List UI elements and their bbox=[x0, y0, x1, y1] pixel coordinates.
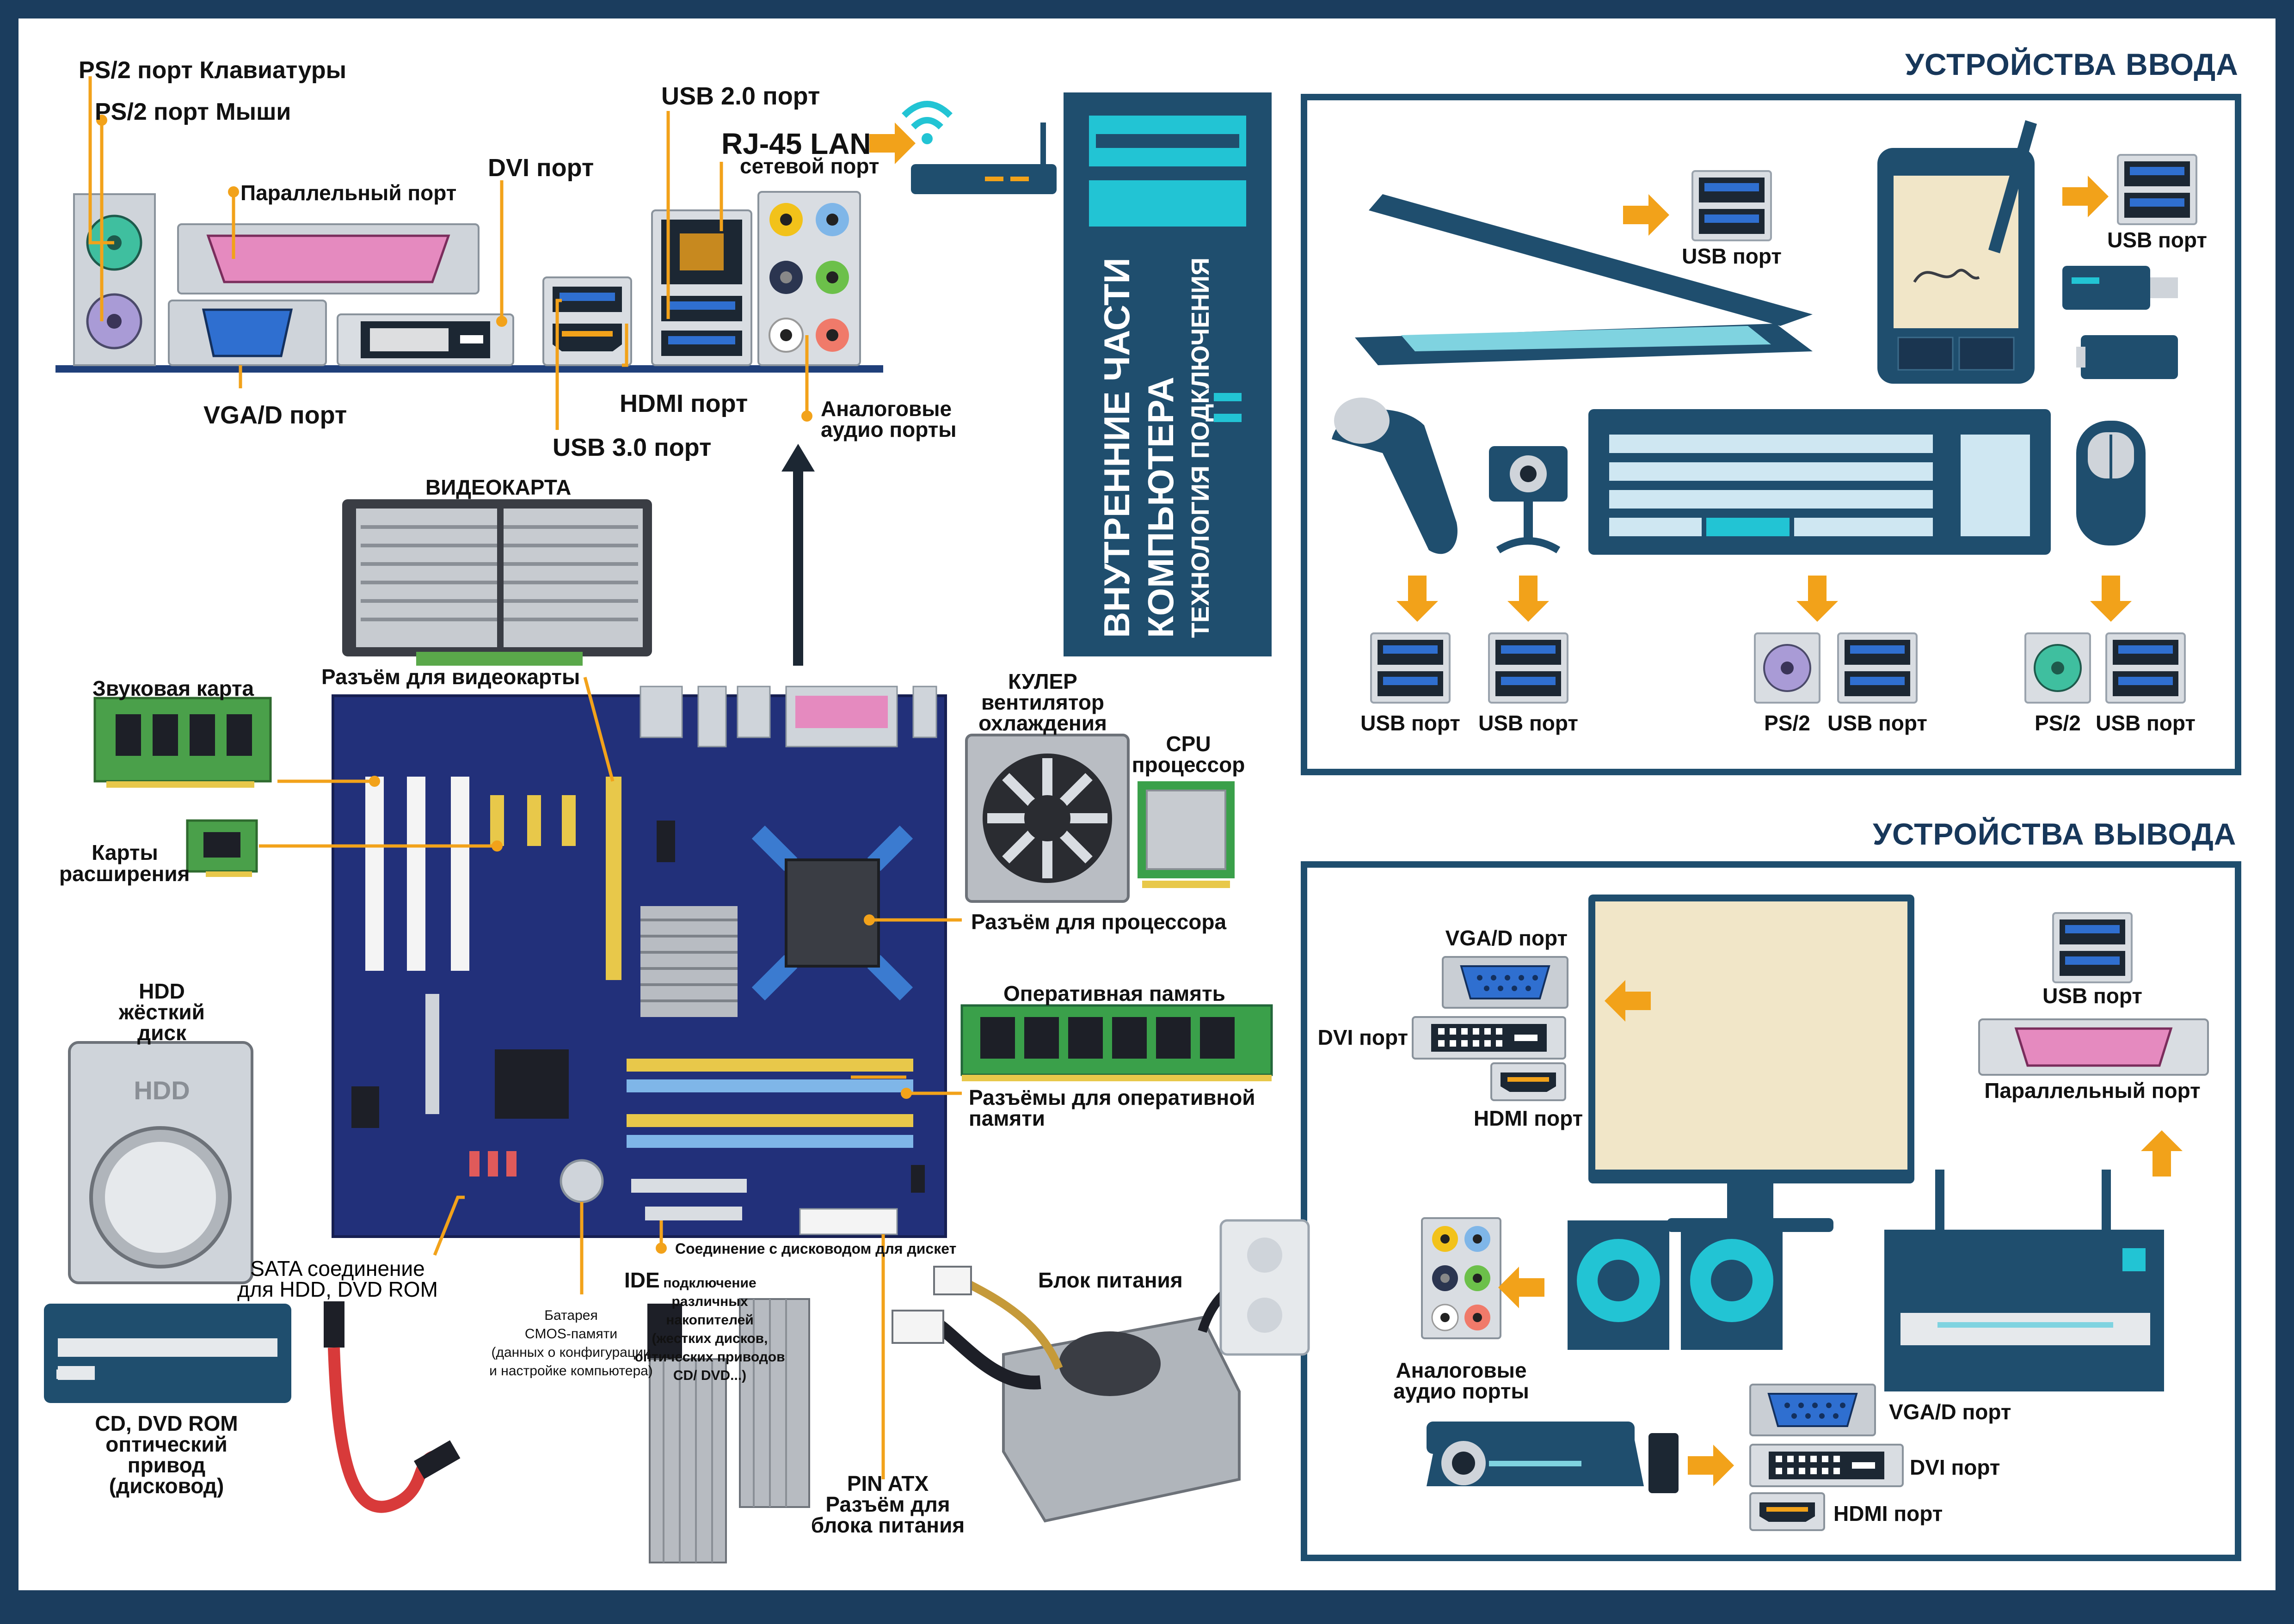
label-atx-line2: Разъём для bbox=[825, 1492, 950, 1516]
label-hdd-line2: жёсткий bbox=[119, 1000, 205, 1024]
input-panel bbox=[1301, 94, 2241, 775]
hdd-icon bbox=[68, 1041, 253, 1284]
label-monitor-hdmi: HDMI порт bbox=[1473, 1106, 1583, 1130]
label-ps2-mouse: PS/2 порт Мыши bbox=[95, 98, 291, 125]
label-cpu-line1: CPU bbox=[1166, 732, 1211, 756]
label-cdrom-line2: оптический bbox=[105, 1432, 228, 1456]
label-audio-ports-line2: аудио порты bbox=[821, 417, 957, 441]
label-sata-line1: SATA соединение bbox=[250, 1256, 425, 1281]
ide-cables-icon bbox=[647, 1298, 810, 1563]
label-barcode-usb: USB порт bbox=[1360, 711, 1460, 735]
label-ide-line5: оптических приводов bbox=[634, 1349, 785, 1365]
psu-icon bbox=[892, 1219, 1310, 1523]
videocard-icon bbox=[342, 499, 652, 666]
label-dvi-port: DVI порт bbox=[488, 154, 594, 182]
label-ide-line4: (жестких дисков, bbox=[652, 1331, 768, 1346]
label-cdrom-line4: (дисковод) bbox=[109, 1474, 224, 1498]
io-leader-lines bbox=[88, 76, 809, 430]
label-atx-line3: блока питания bbox=[811, 1513, 965, 1537]
label-mouse-usb: USB порт bbox=[2096, 711, 2196, 735]
hdd-face-label: HDD bbox=[134, 1076, 190, 1105]
label-hdmi-port: HDMI порт bbox=[620, 390, 748, 417]
label-audio-ports-line1: Аналоговые bbox=[821, 397, 952, 421]
label-cooler-line2: вентилятор bbox=[981, 690, 1105, 714]
label-cooler-line3: охлаждения bbox=[978, 711, 1107, 735]
label-rj45-sub: сетевой порт bbox=[740, 154, 879, 178]
label-keyboard-usb: USB порт bbox=[1827, 711, 1927, 735]
label-ram: Оперативная память bbox=[1003, 981, 1225, 1005]
label-cdrom-line3: привод bbox=[127, 1453, 206, 1477]
expansion-card-icon bbox=[186, 819, 258, 877]
label-vga-port: VGA/D порт bbox=[203, 401, 347, 429]
label-hdd-line3: диск bbox=[137, 1021, 187, 1045]
cdrom-face-label: ROM bbox=[55, 1367, 88, 1382]
output-panel bbox=[1301, 861, 2241, 1561]
label-printer-parallel: Параллельный порт bbox=[1984, 1079, 2201, 1103]
cpu-icon bbox=[1138, 781, 1235, 888]
cdrom-icon bbox=[44, 1304, 291, 1403]
label-ide-line1: подключение bbox=[663, 1275, 756, 1291]
label-battery-line4: и настройке компьютера) bbox=[489, 1363, 653, 1379]
label-monitor-vga: VGA/D порт bbox=[1445, 926, 1568, 950]
banner-title-line2: КОМПЬЮТЕРА bbox=[1140, 376, 1181, 638]
label-ram-slots-line2: памяти bbox=[969, 1106, 1046, 1130]
label-ide-line2: различных bbox=[671, 1294, 748, 1309]
board-leader-lines bbox=[259, 677, 962, 1479]
label-cpu-socket: Разъём для процессора bbox=[971, 910, 1227, 934]
label-ide-line3: накопителей bbox=[666, 1312, 754, 1328]
label-hdd-line1: HDD bbox=[139, 979, 185, 1003]
label-ram-slots-line1: Разъёмы для оперативной bbox=[969, 1085, 1255, 1109]
label-cooler-line1: КУЛЕР bbox=[1008, 669, 1077, 693]
label-cdrom-line1: CD, DVD ROM bbox=[95, 1411, 238, 1435]
label-floppy: Соединение с дисководом для дискет bbox=[675, 1240, 957, 1257]
label-scanner-usb: USB порт bbox=[1682, 244, 1782, 268]
label-expansion-line1: Карты bbox=[92, 840, 158, 864]
label-videocard: ВИДЕОКАРТА bbox=[425, 475, 572, 499]
banner-subtitle: ТЕХНОЛОГИЯ ПОДКЛЮЧЕНИЯ bbox=[1187, 257, 1214, 638]
label-rj45: RJ-45 LAN bbox=[721, 127, 871, 160]
label-atx-line1: PIN ATX bbox=[847, 1471, 929, 1495]
soundcard-icon bbox=[93, 697, 272, 788]
label-battery-line1: Батарея bbox=[544, 1308, 598, 1323]
label-tablet-usb: USB порт bbox=[2107, 228, 2207, 252]
label-webcam-usb: USB порт bbox=[1478, 711, 1578, 735]
io-back-panel bbox=[55, 191, 883, 373]
sata-cable-icon bbox=[324, 1301, 461, 1513]
label-parallel-port: Параллельный порт bbox=[240, 181, 457, 205]
router-icon bbox=[869, 101, 1057, 194]
label-videocard-slot: Разъём для видеокарты bbox=[321, 665, 580, 689]
label-ps2-keyboard: PS/2 порт Клавиатуры bbox=[79, 57, 347, 84]
label-battery-line3: (данных о конфигурации bbox=[491, 1345, 651, 1360]
label-keyboard-ps2: PS/2 bbox=[1764, 711, 1810, 735]
motherboard bbox=[332, 686, 947, 1238]
label-expansion-line2: расширения bbox=[59, 862, 190, 886]
label-usb2-port: USB 2.0 порт bbox=[661, 82, 820, 110]
label-monitor-dvi: DVI порт bbox=[1317, 1025, 1408, 1049]
label-ide-title: IDE bbox=[624, 1268, 660, 1292]
banner-title-line1: ВНУТРЕННИЕ ЧАСТИ bbox=[1096, 257, 1137, 638]
label-projector-vga: VGA/D порт bbox=[1889, 1400, 2011, 1424]
label-cpu-line2: процессор bbox=[1132, 753, 1245, 777]
label-sata-line2: для HDD, DVD ROM bbox=[237, 1277, 438, 1301]
label-projector-dvi: DVI порт bbox=[1910, 1455, 2000, 1479]
label-printer-usb: USB порт bbox=[2042, 984, 2142, 1008]
input-devices bbox=[1332, 120, 2197, 704]
input-section-title: УСТРОЙСТВА ВВОДА bbox=[1905, 47, 2239, 81]
output-devices bbox=[1412, 895, 2209, 1531]
label-psu: Блок питания bbox=[1038, 1268, 1183, 1292]
label-battery-line2: CMOS-памяти bbox=[524, 1326, 618, 1342]
label-soundcard: Звуковая карта bbox=[92, 676, 254, 700]
label-projector-hdmi: HDMI порт bbox=[1833, 1501, 1943, 1526]
ram-icon bbox=[960, 1004, 1273, 1081]
label-mouse-ps2: PS/2 bbox=[2035, 711, 2081, 735]
label-usb3-port: USB 3.0 порт bbox=[553, 434, 712, 461]
label-ide-line6: CD/ DVD...) bbox=[673, 1368, 747, 1383]
label-output-audio-line1: Аналоговые bbox=[1396, 1358, 1527, 1382]
label-output-audio-line2: аудио порты bbox=[1393, 1379, 1529, 1403]
output-section-title: УСТРОЙСТВА ВЫВОДА bbox=[1873, 817, 2237, 851]
cooler-icon bbox=[965, 734, 1130, 903]
